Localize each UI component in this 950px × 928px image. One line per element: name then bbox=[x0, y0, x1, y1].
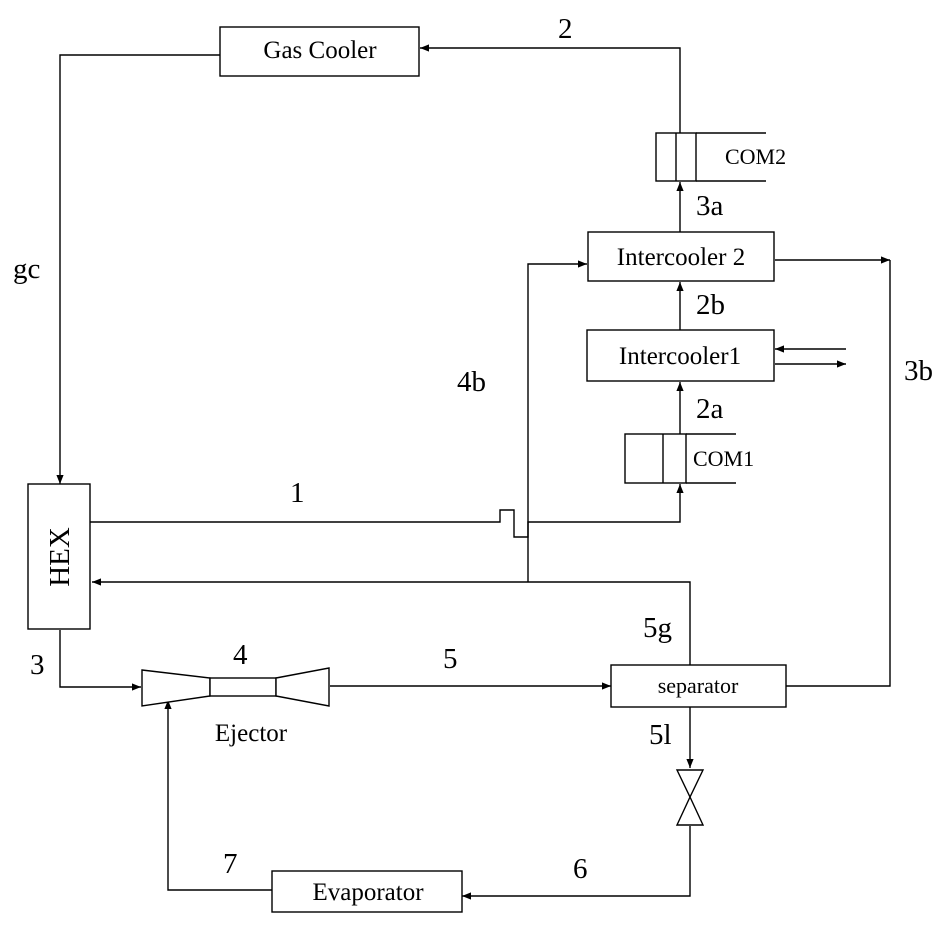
hex-label: HEX bbox=[44, 527, 76, 587]
separator-label: separator bbox=[658, 673, 739, 698]
line-state-4b bbox=[527, 260, 587, 582]
evaporator-label: Evaporator bbox=[312, 879, 424, 906]
state-label-6: 6 bbox=[573, 853, 588, 885]
line-state-2 bbox=[420, 44, 681, 133]
state-label-7: 7 bbox=[223, 848, 238, 880]
state-label-5l: 5l bbox=[649, 719, 672, 751]
line-state-3 bbox=[59, 630, 141, 691]
gas-cooler-label: Gas Cooler bbox=[263, 37, 377, 64]
state-label-3a: 3a bbox=[696, 190, 724, 222]
line-state-gc bbox=[56, 54, 220, 484]
ejector: Ejector bbox=[141, 667, 330, 747]
state-label-5g: 5g bbox=[643, 612, 672, 644]
line-state-6 bbox=[462, 826, 691, 900]
line-state-7 bbox=[164, 700, 272, 891]
state-label-gc: gc bbox=[13, 253, 40, 285]
separator: separator bbox=[610, 664, 787, 708]
state-label-2a: 2a bbox=[696, 393, 724, 425]
intercooler-2-label: Intercooler 2 bbox=[617, 244, 745, 271]
state-label-2b: 2b bbox=[696, 289, 725, 321]
state-label-3: 3 bbox=[30, 649, 45, 681]
line-state-5g bbox=[92, 578, 691, 665]
state-label-3b: 3b bbox=[904, 355, 933, 387]
evaporator: Evaporator bbox=[271, 870, 463, 913]
line-state-3b bbox=[786, 260, 891, 687]
compressor-1: COM1 bbox=[624, 433, 754, 484]
line-state-1 bbox=[90, 484, 684, 538]
intercooler-1-label: Intercooler1 bbox=[619, 343, 741, 370]
intercooler-1: Intercooler1 bbox=[586, 329, 775, 382]
state-label-4: 4 bbox=[233, 639, 248, 671]
compressor-2: COM2 bbox=[655, 132, 786, 182]
com1-label: COM1 bbox=[693, 446, 754, 471]
heat-exchanger: HEX bbox=[27, 483, 91, 630]
state-label-1: 1 bbox=[290, 477, 305, 509]
intercooler-2: Intercooler 2 bbox=[587, 231, 775, 282]
expansion-valve bbox=[675, 769, 705, 826]
gas-cooler: Gas Cooler bbox=[219, 26, 420, 77]
com2-label: COM2 bbox=[725, 144, 786, 169]
state-label-4b: 4b bbox=[457, 366, 486, 398]
ejector-label: Ejector bbox=[215, 720, 288, 747]
state-label-5: 5 bbox=[443, 643, 458, 675]
state-label-2: 2 bbox=[558, 13, 573, 45]
